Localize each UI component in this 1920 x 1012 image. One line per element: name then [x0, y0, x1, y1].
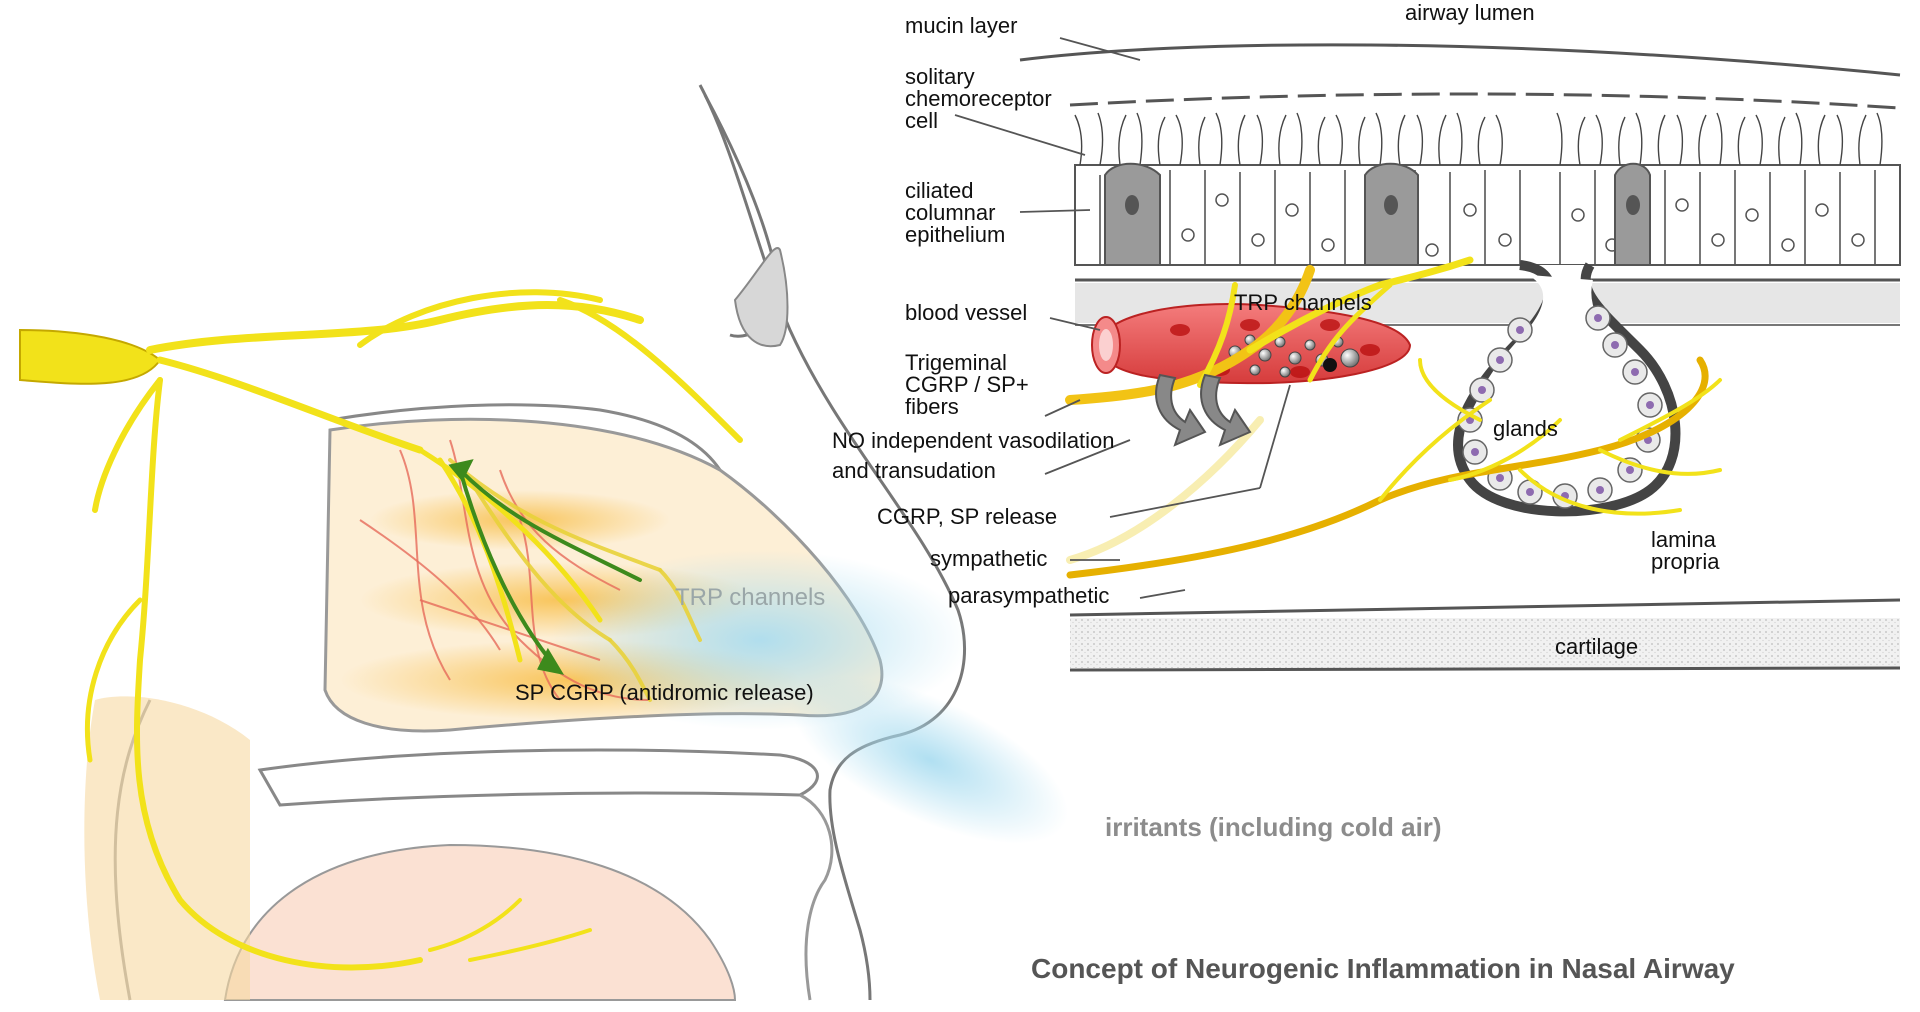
epithelium-band	[1074, 164, 1901, 266]
epithelial-nuclei	[1111, 193, 1865, 257]
label-parasympathetic: parasympathetic	[948, 583, 1110, 608]
figure-title: Concept of Neurogenic Inflammation in Na…	[1031, 953, 1735, 984]
label-trp-channels-right: TRP channels	[1234, 290, 1372, 315]
large-vesicle	[1323, 358, 1337, 372]
label-glands: glands	[1493, 416, 1558, 441]
label-blood-vessel: blood vessel	[905, 300, 1028, 325]
cartilage-layer	[1070, 618, 1900, 668]
vasodilation-arrows	[1155, 373, 1252, 447]
label-lamina-propria: lamina propria	[1651, 527, 1720, 574]
leader-lines	[954, 37, 1291, 599]
label-trigeminal-fibers: Trigeminal CGRP / SP+ fibers	[905, 350, 1029, 419]
gland-lumen	[1471, 274, 1652, 490]
label-solitary-chemoreceptor-cell: solitary chemoreceptor cell	[905, 64, 1052, 133]
mucin-layer	[1069, 92, 1901, 110]
gland-nuclei	[1466, 314, 1654, 500]
label-cgrp-sp-release: CGRP, SP release	[877, 504, 1058, 529]
label-sp-cgrp: SP CGRP (antidromic release)	[515, 680, 814, 705]
mucosa-cross-section	[954, 37, 1901, 672]
chemoreceptor-nuclei	[1125, 195, 1640, 215]
label-cartilage: cartilage	[1555, 634, 1639, 659]
label-irritants: irritants (including cold air)	[1105, 812, 1442, 842]
cartilage-lower-line	[1069, 666, 1901, 672]
cilia	[1074, 112, 1883, 166]
nasal-anatomy	[19, 84, 1069, 1001]
label-no-vasodilation: NO independent vasodilation and transuda…	[832, 428, 1115, 483]
label-mucin-layer: mucin layer	[905, 13, 1018, 38]
label-ciliated-columnar-epithelium: ciliated columnar epithelium	[905, 178, 1006, 247]
perichondrium-line	[1069, 598, 1901, 617]
lip-upper	[799, 793, 834, 1001]
cranial-base	[329, 403, 722, 471]
airway-top-line	[1019, 43, 1901, 77]
label-airway-lumen: airway lumen	[1405, 0, 1535, 25]
irritant-plume	[791, 676, 1069, 844]
mucosal-nerve-endings	[448, 458, 702, 702]
frontal-sinus	[733, 247, 789, 348]
trigeminal-ganglion	[19, 328, 162, 385]
label-trp-channels-left: TRP channels	[675, 584, 826, 611]
tongue	[223, 843, 737, 1001]
hard-palate	[257, 748, 819, 807]
antidromic-arrow	[448, 459, 642, 675]
label-sympathetic: sympathetic	[930, 546, 1048, 571]
lamina-nerves	[1065, 256, 1722, 579]
pharynx-fill	[84, 696, 251, 1000]
